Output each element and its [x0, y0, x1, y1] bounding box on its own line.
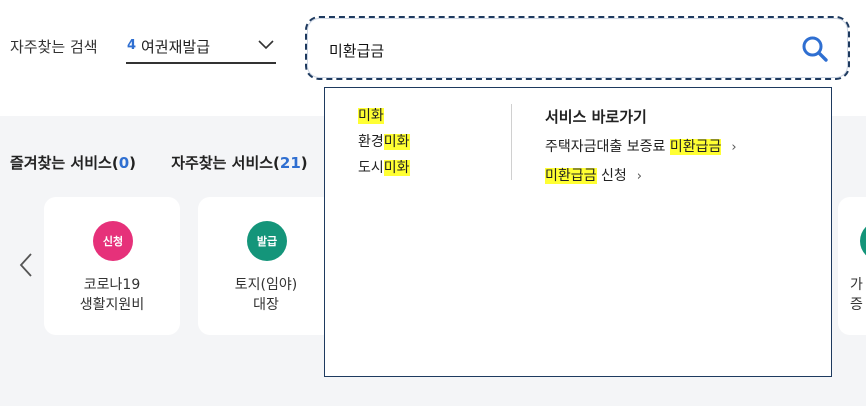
tab-label: 즐겨찾는 서비스( — [10, 154, 119, 172]
suggestion-prefix: 도시 — [358, 160, 384, 176]
card-title: 가 증 — [850, 275, 863, 315]
service-shortcuts-title: 서비스 바로가기 — [545, 108, 647, 126]
autocomplete-dropdown: 미화 환경미화 도시미화 서비스 바로가기 주택자금대출 보증료 미환급금› 미… — [324, 87, 832, 377]
card-title: 토지(임야) 대장 — [198, 275, 334, 315]
tab-close-paren: ) — [300, 154, 308, 172]
service-shortcuts-list: 주택자금대출 보증료 미환급금 › 미환급금 신청 › — [545, 136, 737, 194]
frequent-search-term: 여권재발급 — [141, 38, 211, 56]
service-shortcut-link[interactable]: 주택자금대출 보증료 미환급금 › — [545, 136, 737, 165]
service-card[interactable]: 신청 코로나19 생활지원비 — [44, 197, 180, 335]
frequent-search-select[interactable]: 4 여권재발급 — [126, 34, 276, 64]
suggestion-list: 미화 환경미화 도시미화 — [358, 106, 410, 184]
link-highlight: 미환급금 — [669, 139, 722, 155]
card-title-line: 대장 — [253, 297, 279, 313]
card-title-line: 증 — [850, 297, 863, 313]
service-shortcut-link[interactable]: 미환급금 신청 › — [545, 165, 737, 194]
frequent-search-label: 자주찾는 검색 — [10, 38, 98, 56]
card-badge: 신청 — [93, 221, 133, 261]
card-badge — [860, 221, 866, 261]
search-box — [305, 16, 850, 80]
tab-favorite-services[interactable]: 즐겨찾는 서비스(0) — [10, 152, 136, 173]
card-title-line: 코로나19 — [83, 277, 141, 293]
chevron-right-icon: › — [731, 140, 737, 155]
link-suffix: 신청 — [596, 168, 627, 184]
link-highlight: 미환급금 — [545, 168, 597, 184]
chevron-left-icon[interactable] — [18, 252, 34, 278]
link-prefix: 주택자금대출 보증료 — [545, 139, 670, 155]
dropdown-divider — [511, 104, 512, 180]
suggestion-highlight: 미화 — [383, 160, 410, 176]
suggestion-prefix: 환경 — [358, 134, 384, 150]
tab-count: 0 — [118, 154, 130, 172]
suggestion-item[interactable]: 도시미화 — [358, 158, 410, 184]
chevron-right-icon: › — [636, 169, 642, 184]
tab-frequent-services[interactable]: 자주찾는 서비스(21) — [171, 152, 307, 173]
suggestion-highlight: 미화 — [383, 134, 410, 150]
card-title-line: 가 — [850, 277, 863, 293]
card-title-line: 토지(임야) — [234, 277, 298, 293]
card-title: 코로나19 생활지원비 — [44, 275, 180, 315]
service-card[interactable]: 발급 토지(임야) 대장 — [198, 197, 334, 335]
tab-count: 21 — [279, 154, 301, 172]
tab-close-paren: ) — [129, 154, 136, 172]
chevron-down-icon — [258, 40, 274, 50]
service-card-partial[interactable]: 가 증 — [838, 197, 866, 335]
search-icon[interactable] — [800, 34, 830, 64]
suggestion-item[interactable]: 미화 — [358, 106, 410, 132]
search-input[interactable] — [329, 36, 769, 64]
tab-label: 자주찾는 서비스( — [171, 154, 280, 172]
frequent-search-rank: 4 — [127, 38, 137, 53]
card-badge: 발급 — [247, 221, 287, 261]
suggestion-highlight: 미화 — [358, 108, 384, 124]
card-title-line: 생활지원비 — [79, 297, 145, 313]
service-tabs: 즐겨찾는 서비스(0) 자주찾는 서비스(21) — [10, 152, 338, 173]
suggestion-item[interactable]: 환경미화 — [358, 132, 410, 158]
